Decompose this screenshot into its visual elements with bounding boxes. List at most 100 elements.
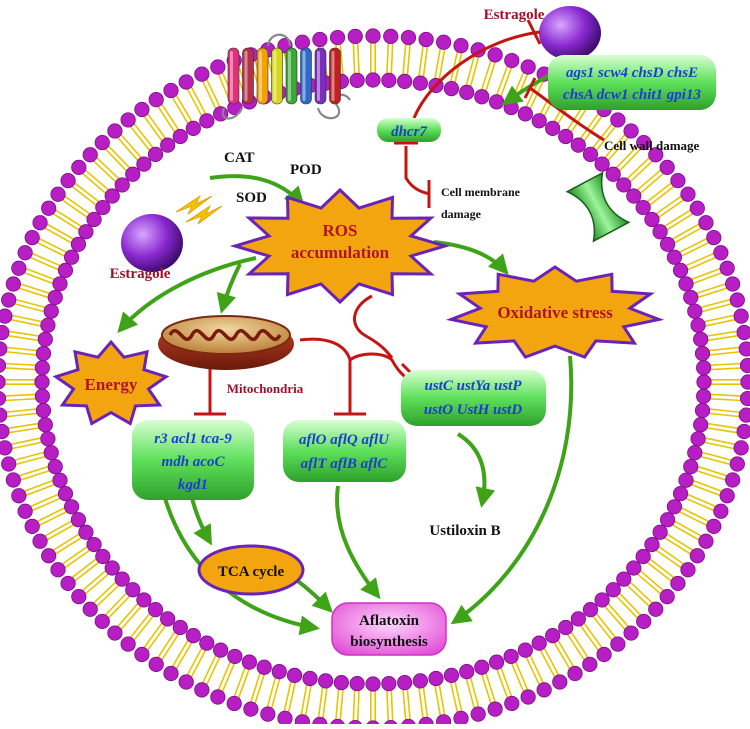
protein-helix	[314, 47, 327, 105]
lipid-head	[0, 391, 7, 406]
lipid-head	[333, 675, 349, 691]
lipid-head	[194, 682, 210, 698]
gene-box-cell-wall: ags1 scw4 chsD chsE chsA dcw1 chit1 gpi1…	[548, 55, 716, 110]
estragole-molecule-left	[121, 214, 183, 272]
lipid-head	[635, 199, 651, 216]
ros-label-line2: accumulation	[291, 243, 390, 262]
lipid-head	[582, 602, 599, 618]
protein-helix	[242, 47, 254, 105]
ust-genes-line1: ustC ustYa ustP	[425, 378, 523, 394]
inhibit-estragole-to-dhcr	[412, 30, 541, 119]
lipid-head	[616, 571, 632, 587]
lipid-head	[34, 388, 50, 404]
lipid-head	[148, 92, 164, 108]
arrow-cat-to-ros	[209, 174, 305, 207]
lipid-head	[690, 317, 706, 333]
lipid-head	[52, 472, 68, 488]
lipid-head	[648, 147, 664, 163]
lipid-head	[11, 488, 27, 504]
lipid-head	[17, 245, 33, 261]
lipid-head	[652, 524, 668, 540]
mitochondria-label: Mitochondria	[227, 381, 304, 396]
protein-helix-highlight	[230, 51, 233, 101]
protein-helix-highlight	[302, 51, 306, 101]
lipid-head	[687, 445, 703, 461]
lipid-head	[659, 159, 675, 176]
lipid-head	[520, 689, 536, 705]
lipid-head	[680, 186, 696, 202]
lipid-head	[736, 423, 750, 440]
lipid-head	[605, 166, 621, 182]
lipid-head	[32, 215, 48, 231]
lipid-head	[349, 676, 365, 692]
lipid-head	[672, 262, 689, 278]
lipid-head	[689, 548, 705, 564]
lipid-head	[545, 120, 561, 136]
lipid-head	[210, 689, 226, 705]
lipid-head	[719, 488, 735, 504]
lipid-head	[243, 701, 259, 717]
lipid-head	[147, 602, 164, 618]
lipid-head	[125, 166, 141, 182]
lipid-head	[185, 120, 201, 136]
lipid-head	[626, 188, 642, 204]
lipid-head	[271, 664, 287, 680]
lipid-head	[531, 635, 547, 651]
lipid-head	[256, 659, 272, 675]
protein-helix-highlight	[244, 51, 248, 101]
lipid-head	[24, 518, 40, 534]
lipid-head	[120, 112, 136, 128]
lipid-head	[5, 472, 21, 488]
inhibit-cellwall-damage	[529, 86, 605, 142]
lipid-head	[698, 215, 714, 231]
lipid-head	[635, 548, 651, 565]
arrow-oxidative-to-aflatoxin	[450, 355, 574, 625]
lipid-head	[694, 402, 711, 419]
lipid-head	[738, 341, 750, 357]
lipid-head	[487, 47, 503, 63]
lipid-head	[349, 72, 365, 88]
lipid-head	[594, 592, 610, 608]
lipid-head	[740, 374, 750, 390]
oxidative-stress-star	[445, 265, 665, 359]
lipid-head	[199, 635, 215, 651]
lipid-head	[185, 628, 201, 644]
cell-wall-genes-line2: chsA dcw1 chit1 gpi13	[563, 87, 701, 103]
lipid-head	[136, 592, 152, 608]
lipid-head	[683, 458, 699, 475]
lipid-head	[365, 676, 381, 692]
protein-helix	[300, 47, 312, 105]
lipid-head	[678, 276, 694, 292]
inhibit-membrane	[404, 146, 431, 196]
lipid-head	[672, 486, 689, 502]
lipid-head	[60, 172, 76, 189]
lipid-head	[241, 654, 257, 670]
lipid-head	[696, 374, 712, 390]
lipid-head	[698, 533, 714, 549]
lipid-head	[659, 236, 676, 252]
lipid-head	[365, 28, 381, 44]
lipid-head	[104, 188, 120, 204]
lipid-head	[40, 431, 56, 447]
lipid-head	[86, 536, 102, 553]
oxidative-stress-label: Oxidative stress	[497, 303, 613, 322]
inhibit-to-ust	[349, 352, 412, 383]
lipid-head	[596, 646, 612, 663]
gene-box-dhcr7: dhcr7	[377, 118, 441, 142]
estragole-label-top: Estragole	[484, 7, 545, 23]
lipid-head	[277, 710, 293, 726]
gene-box-afl: aflO aflQ aflU aflT aflB aflC	[283, 420, 406, 482]
lipid-head	[659, 512, 676, 528]
lipid-head	[70, 512, 87, 528]
lipid-head	[644, 211, 660, 228]
lipid-head	[412, 673, 428, 689]
lipid-head	[37, 417, 53, 433]
lipid-head	[570, 611, 586, 627]
lipid-head	[329, 718, 346, 729]
lipid-head	[552, 674, 568, 690]
lipid-head	[418, 31, 434, 48]
lipid-head	[520, 59, 536, 75]
tca-cycle-label: TCA cycle	[218, 564, 285, 580]
lipid-head	[729, 292, 745, 308]
lipid-head	[503, 648, 519, 665]
